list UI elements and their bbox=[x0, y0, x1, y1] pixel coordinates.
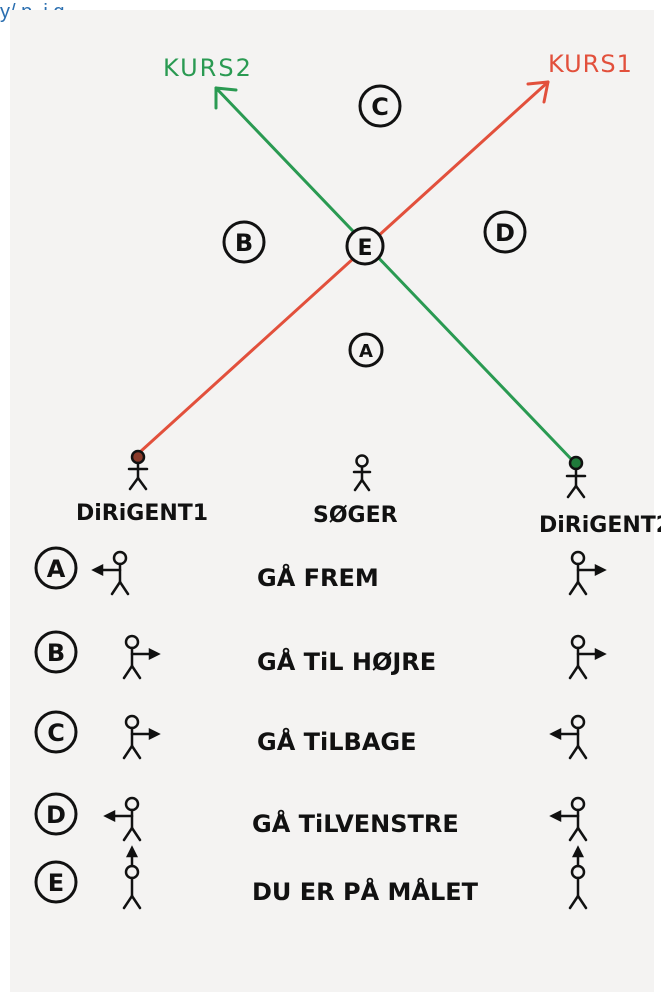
dirigent2-label: DiRiGENT2 bbox=[539, 513, 661, 538]
kurs1-label: KURS1 bbox=[548, 50, 633, 78]
legend-letter: E bbox=[48, 869, 64, 897]
dirigent1-label: DiRiGENT1 bbox=[76, 501, 208, 526]
legend-command-text: GÅ TiLBAGE bbox=[257, 727, 416, 756]
legend-letter: B bbox=[47, 639, 65, 667]
zone-c-letter: C bbox=[371, 93, 389, 121]
zone-b-letter: B bbox=[235, 229, 253, 257]
legend-letter: C bbox=[47, 719, 65, 747]
legend-command-text: GÅ TiL HØJRE bbox=[257, 647, 436, 676]
zone-e: E bbox=[347, 228, 383, 264]
zone-d-letter: D bbox=[495, 219, 515, 247]
legend-command-text: GÅ TiLVENSTRE bbox=[252, 809, 459, 838]
zone-e-letter: E bbox=[357, 236, 372, 261]
legend-letter: A bbox=[47, 555, 66, 583]
legend-letter: D bbox=[46, 801, 66, 829]
legend-command-text: DU ER PÅ MÅLET bbox=[252, 877, 479, 906]
kurs2-label: KURS2 bbox=[163, 54, 253, 82]
legend-command-text: GÅ FREM bbox=[257, 563, 379, 592]
soger-label: SØGER bbox=[313, 503, 398, 528]
zone-a-letter: A bbox=[359, 341, 373, 362]
